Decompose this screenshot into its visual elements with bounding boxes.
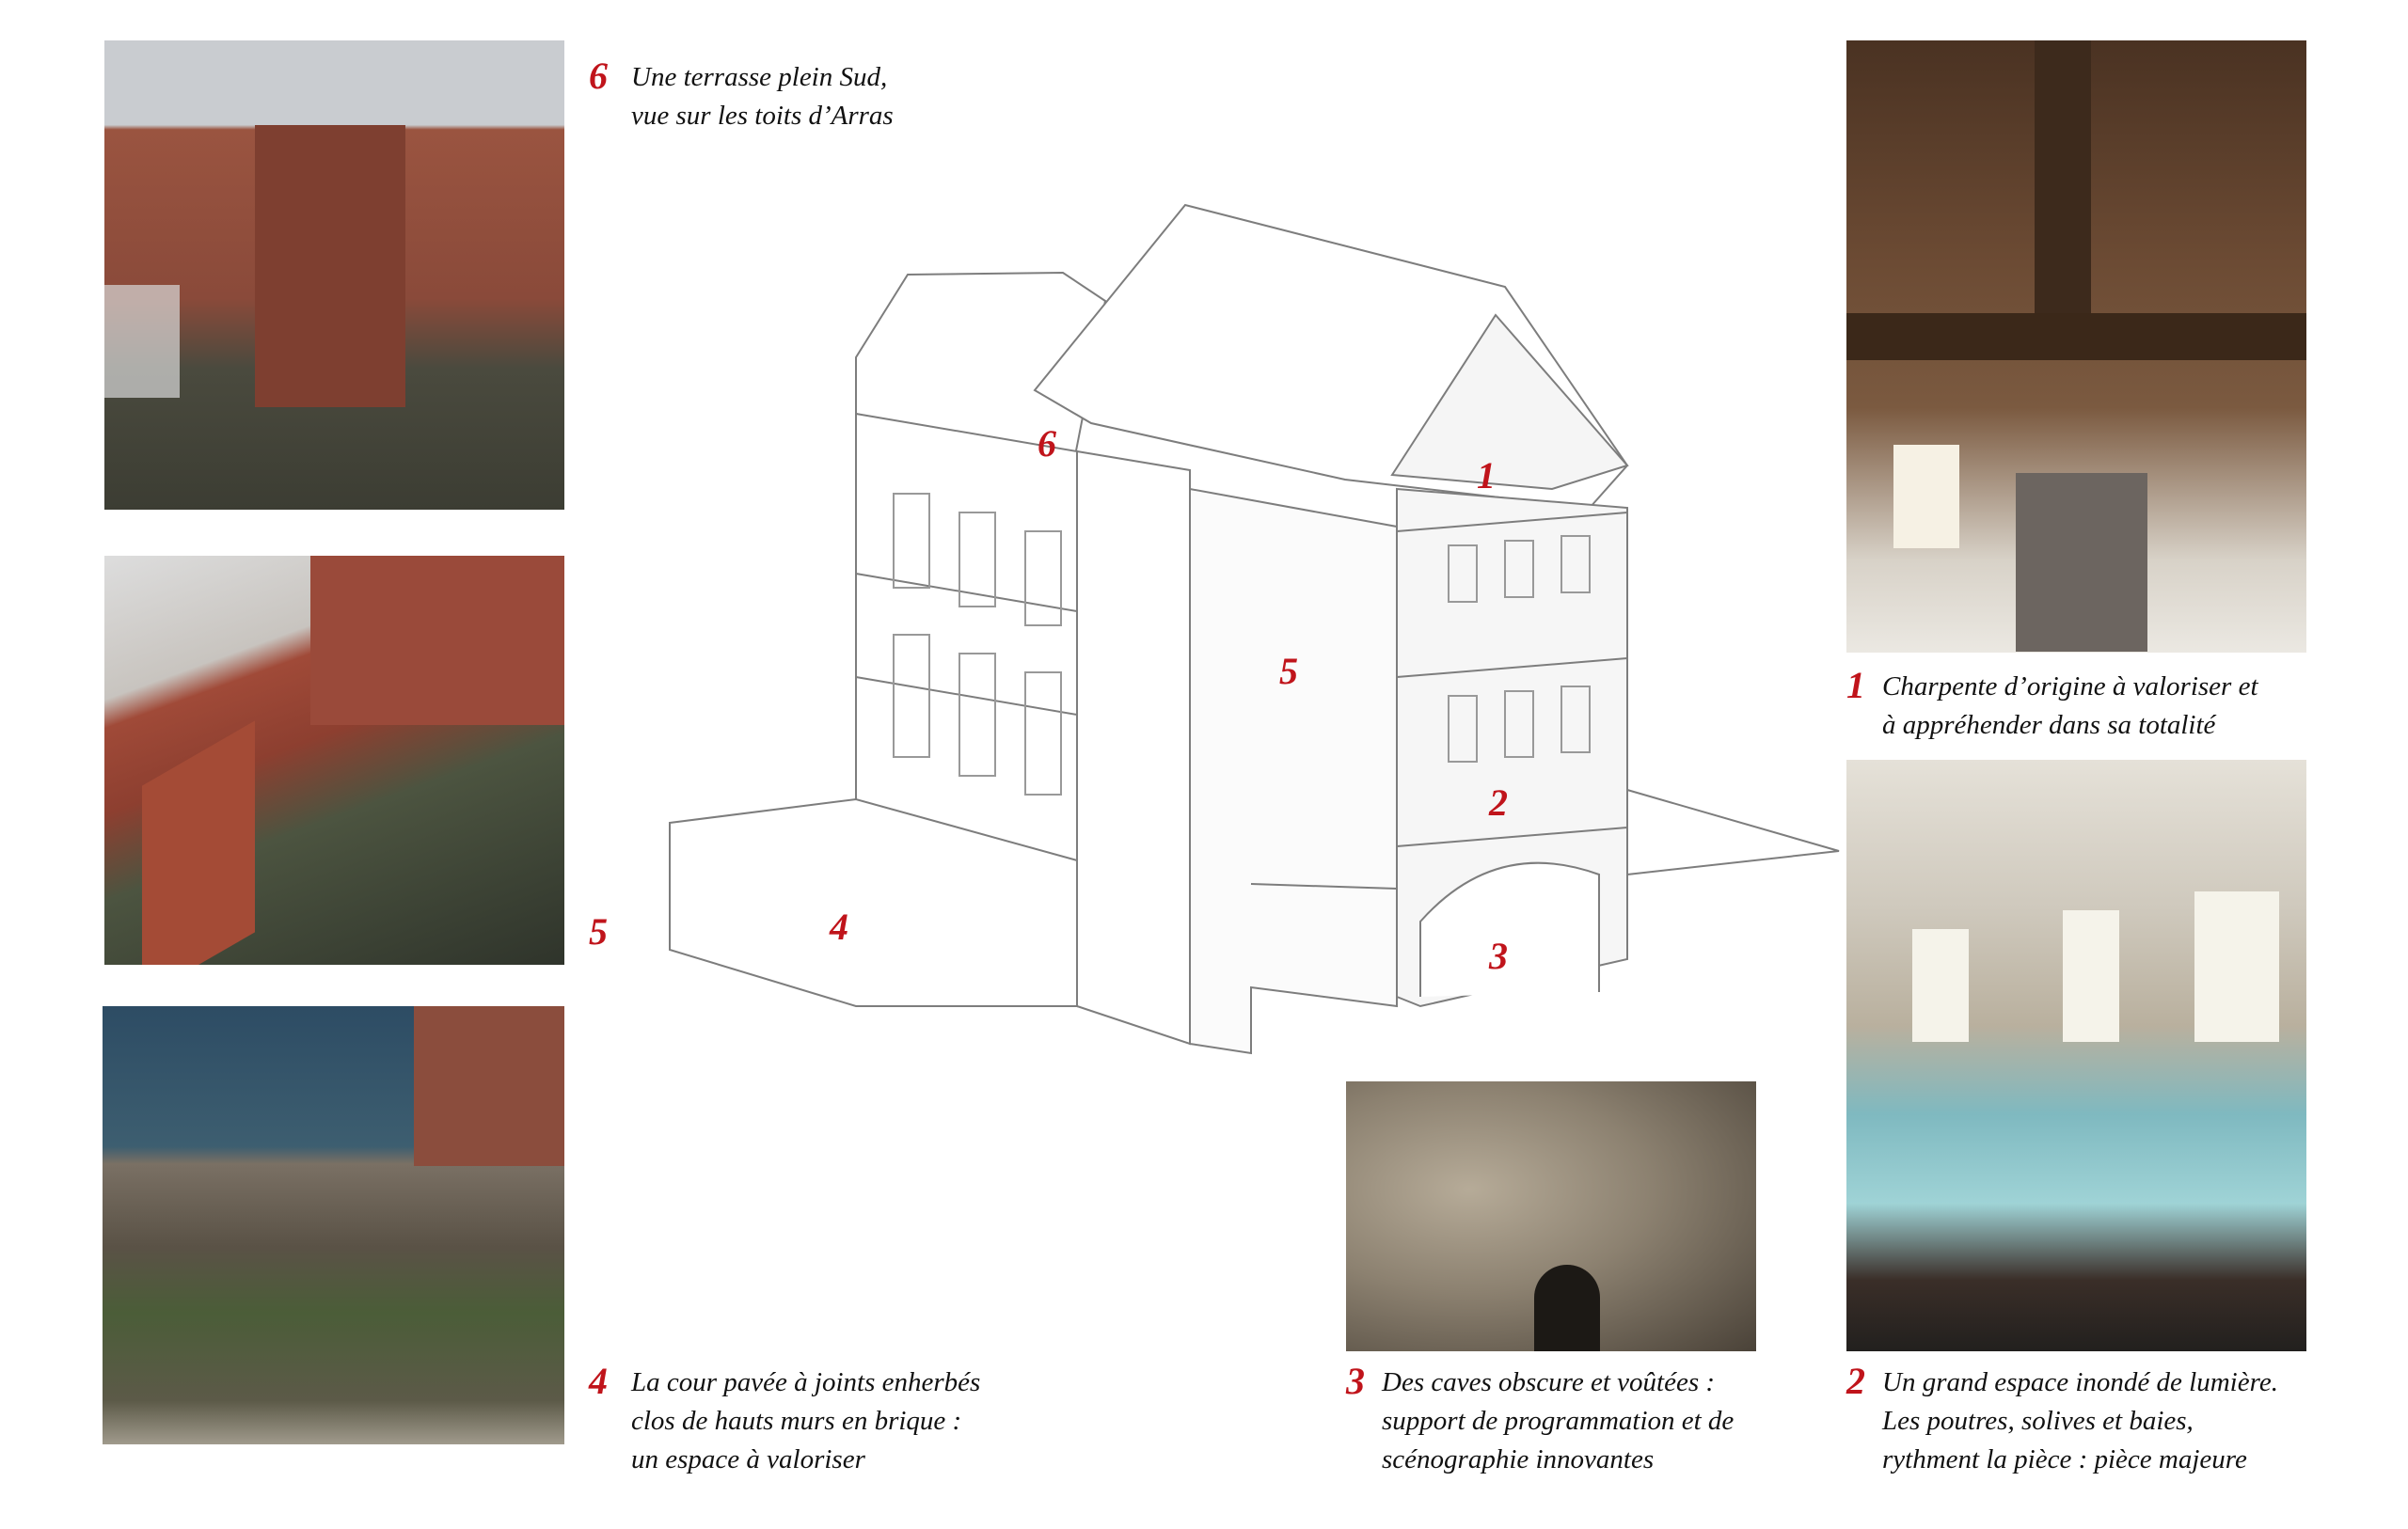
diagram-label-1: 1	[1477, 454, 1496, 497]
diagram-label-2: 2	[1489, 781, 1508, 824]
photo-courtyard	[103, 1006, 564, 1444]
caption-text: Des caves obscure et voûtées : support d…	[1382, 1367, 1735, 1474]
photo-grand-espace	[1846, 760, 2306, 1351]
caption-number: 2	[1846, 1360, 1865, 1402]
caption-number: 6	[589, 55, 608, 97]
caption-text: La cour pavée à joints enherbés clos de …	[631, 1367, 981, 1474]
caption-number: 3	[1346, 1360, 1365, 1402]
diagram-label-6: 6	[1038, 422, 1056, 465]
caption-text: Un grand espace inondé de lumière. Les p…	[1882, 1367, 2278, 1474]
building-outline	[669, 203, 1840, 1055]
diagram-label-4: 4	[830, 906, 848, 948]
caption-number: 5	[589, 910, 608, 953]
diagram-label-3: 3	[1489, 935, 1508, 977]
photo-rooftop	[104, 556, 564, 965]
caption-1: 1 Charpente d’origine à valoriser et à a…	[1846, 664, 2392, 745]
photo-terrace	[104, 40, 564, 510]
diagram-label-5: 5	[1279, 650, 1298, 692]
caption-number: 4	[589, 1360, 608, 1402]
caption-text: Une terrasse plein Sud, vue sur les toit…	[631, 62, 894, 131]
caption-6: 6 Une terrasse plein Sud, vue sur les to…	[589, 55, 1059, 135]
photo-charpente	[1846, 40, 2306, 653]
caption-text: Charpente d’origine à valoriser et à app…	[1882, 671, 2258, 740]
caption-3: 3 Des caves obscure et voûtées : support…	[1346, 1360, 1835, 1479]
caption-4: 4 La cour pavée à joints enherbés clos d…	[589, 1360, 1116, 1479]
photo-caves	[1346, 1081, 1756, 1351]
caption-2: 2 Un grand espace inondé de lumière. Les…	[1846, 1360, 2392, 1479]
caption-number: 1	[1846, 664, 1865, 706]
windows	[893, 493, 1591, 796]
